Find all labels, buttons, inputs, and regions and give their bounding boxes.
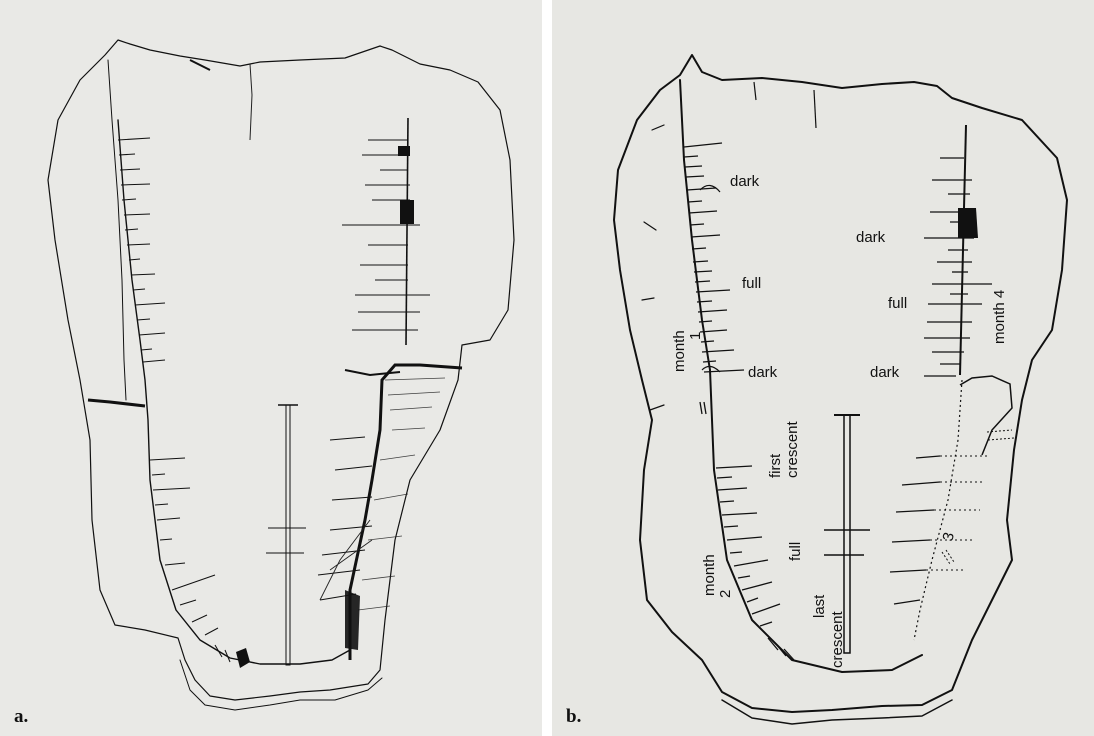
bone-drawing-a: a. <box>0 0 542 736</box>
label-month-4: month 4 <box>991 290 1008 344</box>
label-dark-3: dark <box>856 229 886 246</box>
label-dark-4: dark <box>870 364 900 381</box>
label-month-1-num: 1 <box>687 332 704 340</box>
main-edge-a <box>118 120 350 664</box>
label-crescent-2: crescent <box>829 610 846 668</box>
bone-outline-a <box>48 40 514 700</box>
label-num-3: 3 <box>939 531 958 543</box>
label-full-2: full <box>787 542 804 561</box>
label-first: first <box>767 453 784 478</box>
bone-drawing-b: dark full dark dark full dark month 1 fi… <box>552 0 1094 736</box>
panel-a: a. <box>0 0 542 736</box>
panel-b: dark full dark dark full dark month 1 fi… <box>552 0 1094 736</box>
label-dark-1: dark <box>730 173 760 190</box>
notches-a-left <box>118 138 230 662</box>
label-crescent-1: crescent <box>784 420 801 478</box>
label-month-2-num: 2 <box>717 590 734 598</box>
label-full-3: full <box>888 295 907 312</box>
panel-a-tag: a. <box>14 706 28 727</box>
label-last: last <box>811 594 828 618</box>
notches-b-right <box>924 158 992 376</box>
notches-b-lower-right <box>890 456 940 604</box>
label-month-2-word: month <box>701 554 718 596</box>
label-dark-2: dark <box>748 364 778 381</box>
label-full-1: full <box>742 275 761 292</box>
panel-b-tag: b. <box>566 706 581 727</box>
label-month-1-word: month <box>671 330 688 372</box>
